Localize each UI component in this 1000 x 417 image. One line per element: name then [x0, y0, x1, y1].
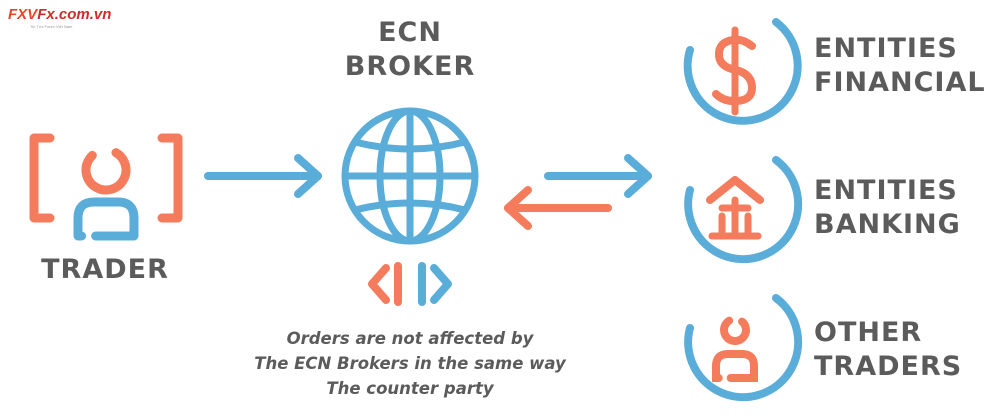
- dollar-icon: [683, 18, 802, 125]
- note-line-1: Orders are not affected by: [286, 329, 534, 348]
- entity-traders-line1: OTHER: [814, 317, 923, 348]
- arrow-entities-to-broker: [504, 186, 612, 230]
- arrow-trader-to-broker: [204, 154, 322, 198]
- code-chevrons-icon: [368, 262, 452, 306]
- logo-tagline: Tin Tức Forex Việt Nam: [30, 24, 73, 29]
- logo-brand-domain: Fx.com.vn: [37, 6, 112, 23]
- broker-label: ECN BROKER: [330, 16, 490, 84]
- entity-banking-line2: BANKING: [814, 209, 961, 240]
- trader-label: TRADER: [41, 254, 169, 285]
- person-icon: [684, 294, 803, 402]
- entity-traders-label: OTHER TRADERS: [814, 316, 962, 384]
- broker-label-line2: BROKER: [344, 51, 476, 82]
- bank-icon: [684, 156, 803, 264]
- note-text: Orders are not affected by The ECN Broke…: [230, 326, 590, 401]
- trader-icon: [29, 133, 183, 241]
- entity-financial-line2: FINANCIAL: [814, 67, 986, 98]
- logo-brand-fx: FXV: [8, 6, 38, 23]
- globe-icon: [341, 107, 479, 245]
- entity-traders-line2: TRADERS: [814, 351, 963, 382]
- entity-financial-label: ENTITIES FINANCIAL: [814, 32, 986, 100]
- arrow-broker-to-entities: [544, 154, 652, 198]
- logo: FXVFx.com.vn: [8, 6, 111, 23]
- entity-financial-line1: ENTITIES: [814, 33, 958, 64]
- entity-banking-line1: ENTITIES: [814, 175, 958, 206]
- note-line-3: The counter party: [326, 379, 494, 398]
- broker-label-line1: ECN: [378, 17, 442, 48]
- entity-banking-label: ENTITIES BANKING: [814, 174, 961, 242]
- note-line-2: The ECN Brokers in the same way: [254, 354, 566, 373]
